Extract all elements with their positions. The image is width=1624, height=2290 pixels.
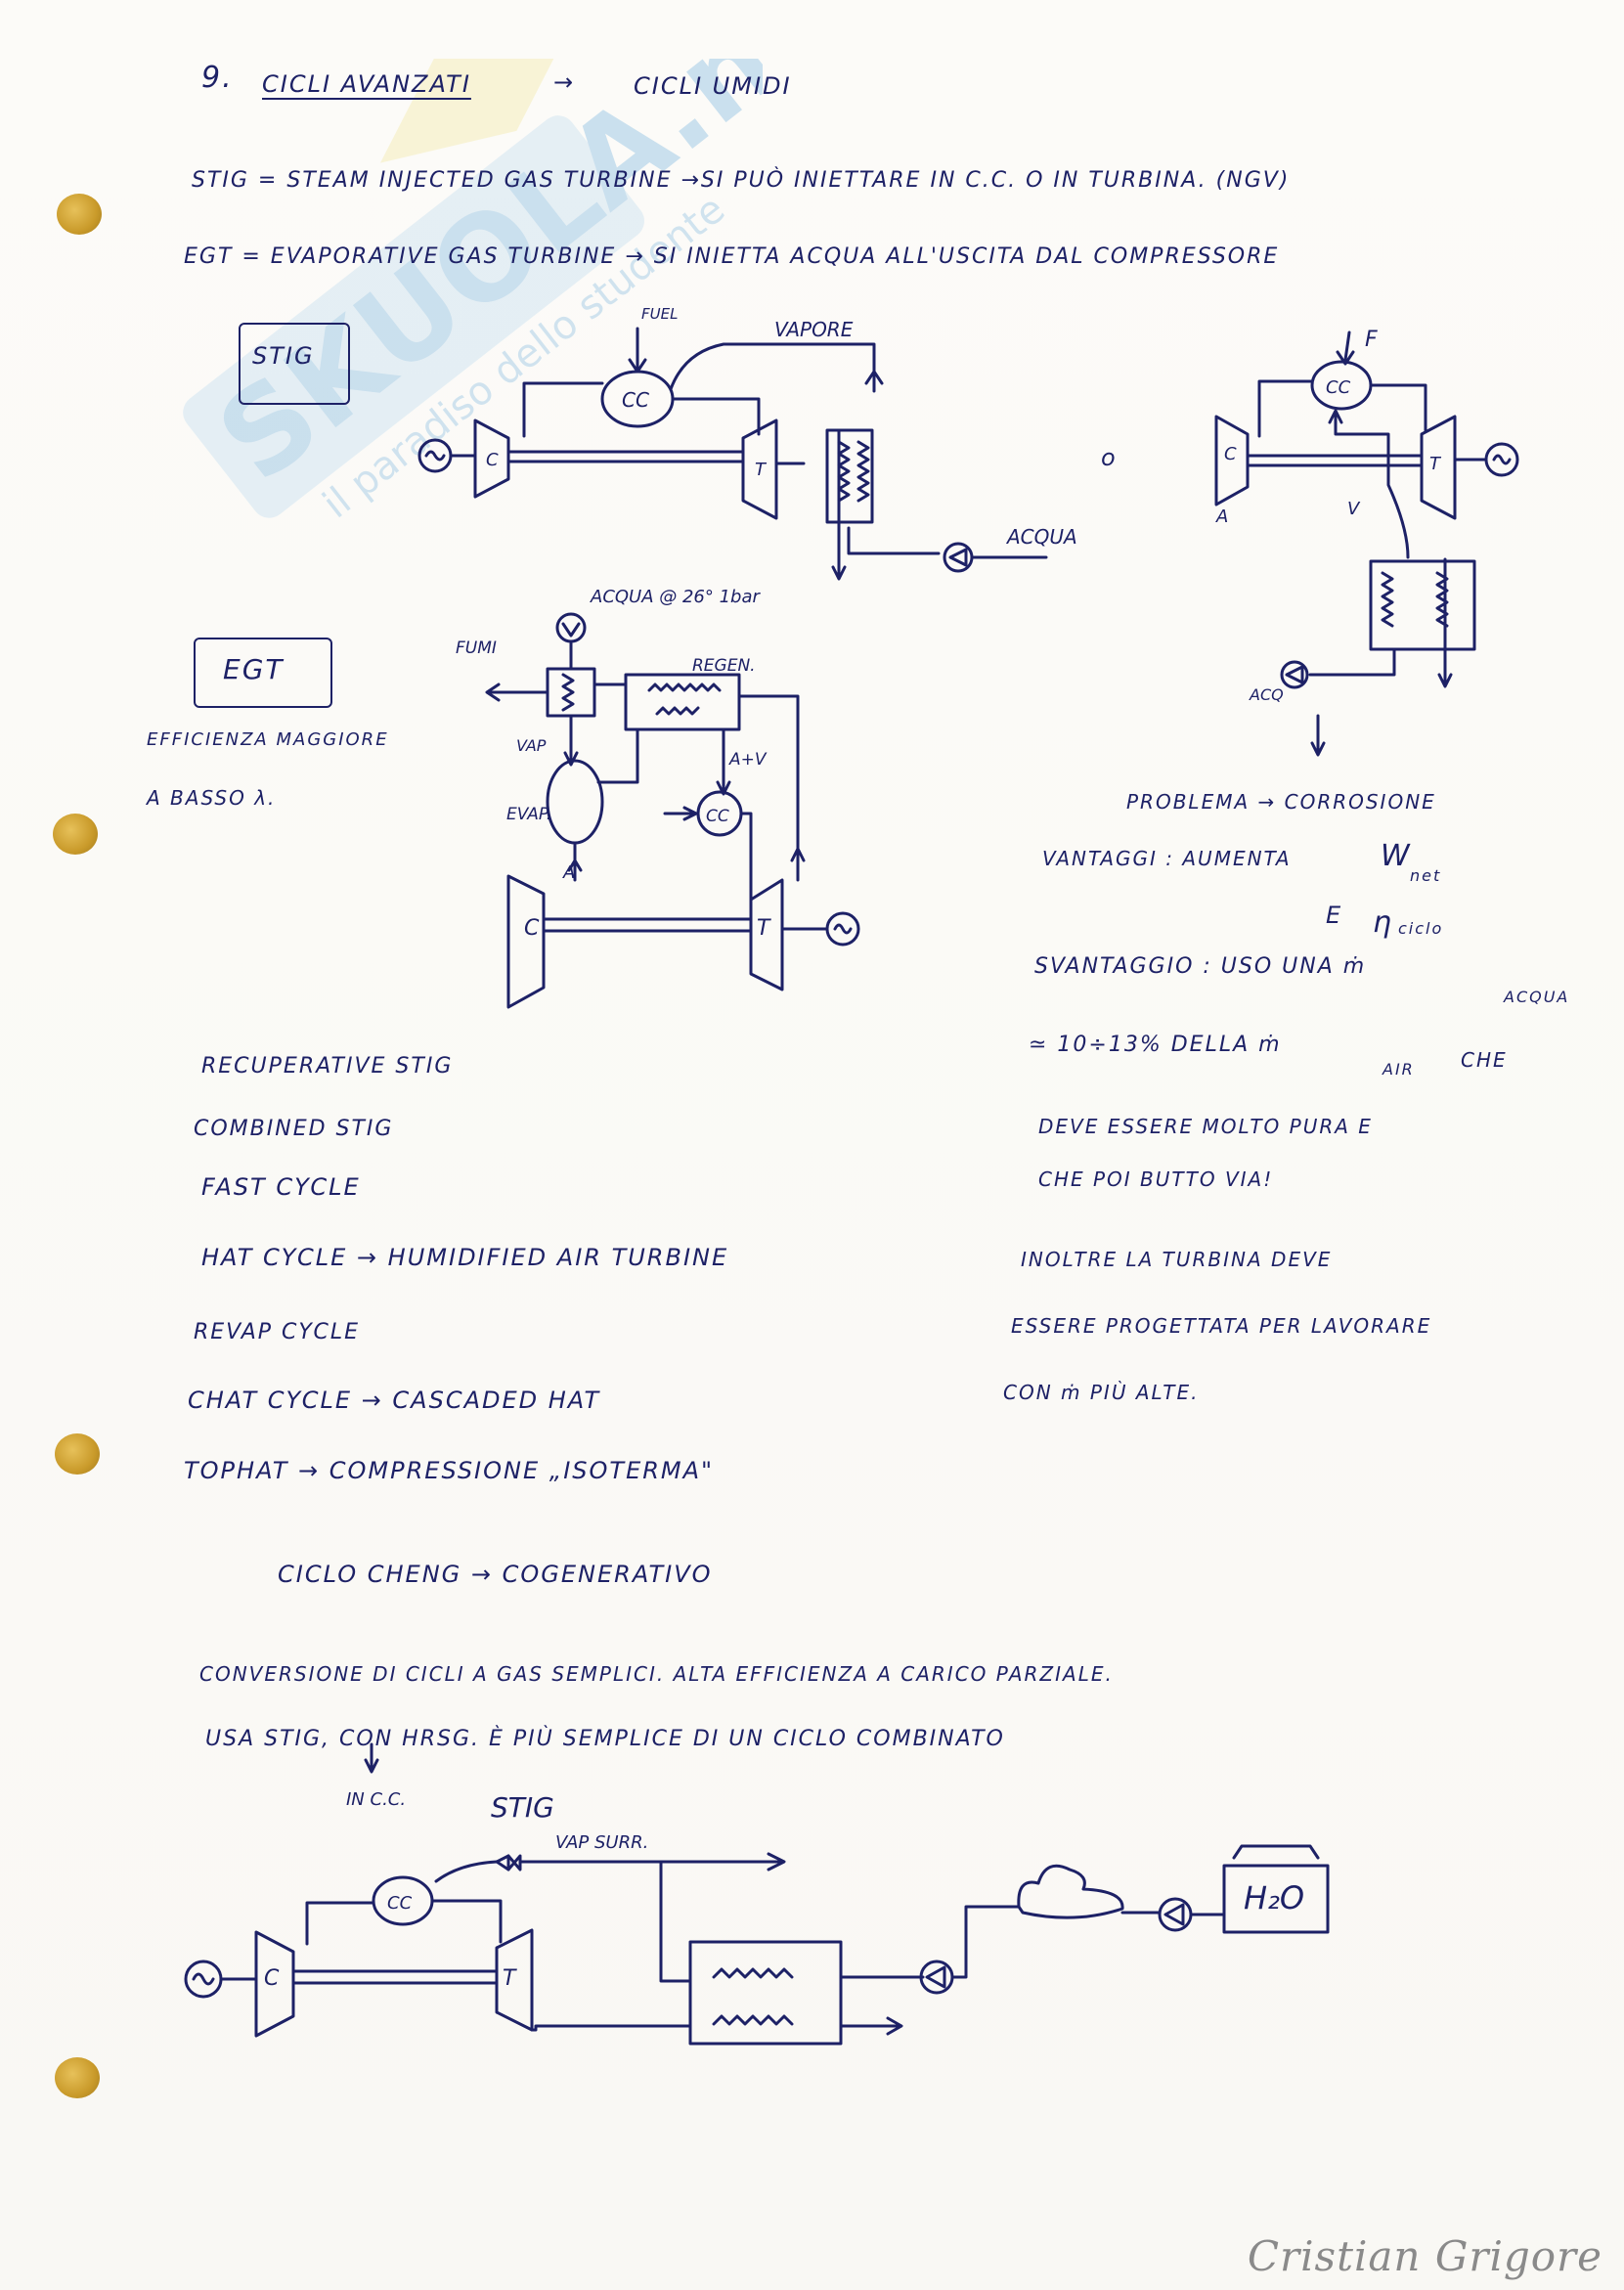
- egt-diagram: ACQUA @ 26° 1bar FUMI REGEN. VAP A+V EVA…: [456, 587, 860, 1009]
- cycle-item: RECUPERATIVE STIG: [201, 1054, 454, 1079]
- svg-text:ACQUA: ACQUA: [1005, 525, 1077, 549]
- percentage-subscript: AIR: [1383, 1060, 1415, 1079]
- svg-text:VAPORE: VAPORE: [774, 318, 854, 341]
- svg-text:CC: CC: [387, 1893, 413, 1914]
- svg-text:T: T: [1429, 454, 1442, 474]
- purity-note: DEVE ESSERE MOLTO PURA E: [1038, 1115, 1373, 1138]
- and-note: E: [1326, 902, 1343, 929]
- disadvantage-note: SVANTAGGIO : USO UNA ṁ: [1034, 954, 1367, 979]
- flow-note: CON ṁ PIÙ ALTE.: [1003, 1381, 1200, 1404]
- che-note: CHE: [1461, 1048, 1508, 1072]
- section-subtitle: CICLI UMIDI: [634, 72, 792, 100]
- waste-note: CHE POI BUTTO VIA!: [1038, 1167, 1274, 1191]
- svg-text:o: o: [1101, 444, 1116, 471]
- compressor: [473, 418, 510, 499]
- svg-text:A+V: A+V: [728, 750, 768, 770]
- stig-label: STIG: [252, 342, 315, 370]
- pump-icon: [943, 542, 974, 573]
- svg-text:ACQ: ACQ: [1249, 685, 1284, 704]
- egt-note-line2: A BASSO λ.: [147, 786, 277, 810]
- cycle-item: HAT CYCLE → HUMIDIFIED AIR TURBINE: [201, 1244, 729, 1271]
- cycle-item: REVAP CYCLE: [194, 1320, 360, 1344]
- svg-text:T: T: [503, 1966, 517, 1991]
- svg-text:STIG: STIG: [491, 1791, 554, 1824]
- egt-label: EGT: [223, 653, 285, 685]
- svg-text:VAP SURR.: VAP SURR.: [555, 1832, 648, 1853]
- cheng-heading: CICLO CHENG → COGENERATIVO: [278, 1561, 713, 1588]
- binder-hole: [57, 194, 102, 235]
- turbine: [741, 418, 778, 520]
- egt-definition: EGT = EVAPORATIVE GAS TURBINE → SI INIET…: [184, 244, 1280, 269]
- w-net-subscript: net: [1410, 866, 1442, 885]
- cheng-line1: CONVERSIONE DI CICLI A GAS SEMPLICI. ALT…: [199, 1662, 1114, 1686]
- cycle-item: CHAT CYCLE → CASCADED HAT: [188, 1387, 601, 1414]
- svg-text:CC: CC: [1326, 377, 1351, 398]
- svg-text:F: F: [1365, 328, 1378, 352]
- cycle-item: TOPHAT → COMPRESSIONE „ISOTERMA": [184, 1457, 715, 1484]
- eta-subscript: ciclo: [1398, 919, 1444, 938]
- svg-text:C: C: [1224, 444, 1237, 464]
- egt-note-line1: EFFICIENZA MAGGIORE: [147, 729, 389, 750]
- eta-symbol: η: [1373, 905, 1394, 940]
- svg-text:C: C: [524, 916, 540, 941]
- svg-text:EVAP.: EVAP.: [506, 805, 551, 824]
- svg-text:A: A: [562, 862, 575, 883]
- svg-text:REGEN.: REGEN.: [692, 656, 756, 676]
- binder-hole: [53, 814, 98, 855]
- hrsg: [825, 428, 874, 524]
- svg-text:C: C: [264, 1966, 280, 1991]
- svg-text:IN C.C.: IN C.C.: [346, 1789, 406, 1810]
- problem-note: PROBLEMA → CORROSIONE: [1126, 790, 1436, 814]
- cheng-diagram: C T CC VAP SURR. STIG IN C.C. H₂O: [184, 1742, 1330, 2046]
- svg-text:FUEL: FUEL: [641, 305, 678, 323]
- turbine-note: INOLTRE LA TURBINA DEVE: [1021, 1248, 1333, 1271]
- author-signature: Cristian Grigore: [1247, 2232, 1602, 2280]
- svg-text:CC: CC: [706, 807, 729, 826]
- title-arrow: →: [553, 68, 576, 96]
- binder-hole: [55, 2057, 100, 2098]
- cycle-item: FAST CYCLE: [201, 1173, 361, 1201]
- percentage-note: ≃ 10÷13% DELLA ṁ: [1029, 1033, 1282, 1057]
- cycle-item: COMBINED STIG: [194, 1117, 394, 1141]
- design-note: ESSERE PROGETTATA PER LAVORARE: [1011, 1314, 1432, 1338]
- stig-label-box: [239, 323, 350, 405]
- stig-diagram: C T CC FUEL VAPORE ACQUA o: [417, 305, 1116, 581]
- svg-text:T: T: [755, 460, 768, 480]
- stig-definition: STIG = STEAM INJECTED GAS TURBINE →SI PU…: [192, 168, 1291, 193]
- svg-text:FUMI: FUMI: [456, 639, 497, 658]
- svg-text:H₂O: H₂O: [1244, 1879, 1304, 1916]
- svg-text:VAP: VAP: [516, 736, 547, 755]
- svg-text:C: C: [486, 450, 499, 470]
- generator-wave: [424, 450, 446, 462]
- w-net-symbol: W: [1381, 839, 1412, 873]
- section-number: 9.: [201, 61, 234, 95]
- svg-text:CC: CC: [622, 388, 649, 412]
- cheng-line2: USA STIG, CON HRSG. È PIÙ SEMPLICE DI UN…: [205, 1727, 1005, 1751]
- svg-text:T: T: [757, 916, 771, 941]
- svg-text:A: A: [1215, 506, 1228, 527]
- svg-text:V: V: [1347, 499, 1361, 519]
- svg-text:ACQUA @ 26° 1bar: ACQUA @ 26° 1bar: [590, 587, 762, 607]
- section-title: CICLI AVANZATI: [262, 70, 471, 98]
- disadvantage-subscript: ACQUA: [1504, 988, 1570, 1006]
- binder-hole: [55, 1433, 100, 1475]
- egt-label-box: [194, 638, 332, 708]
- advantages-note: VANTAGGI : AUMENTA: [1042, 847, 1292, 870]
- stig-diagram-2: F CC C T A V ACQ: [1214, 328, 1519, 757]
